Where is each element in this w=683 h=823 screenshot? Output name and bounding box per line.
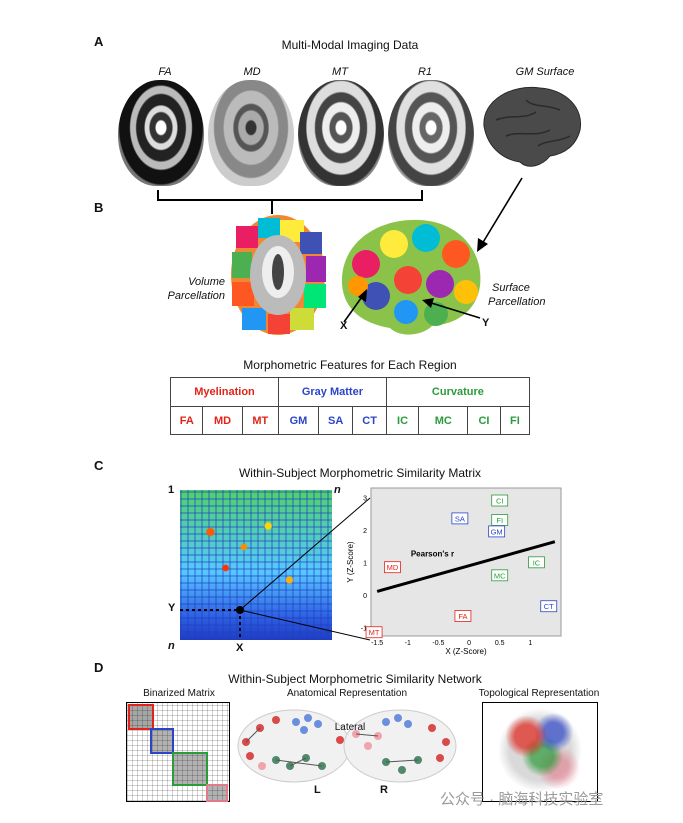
mt-brain-image xyxy=(298,80,384,186)
modality-r1-label: R1 xyxy=(417,66,433,78)
svg-text:IC: IC xyxy=(533,558,541,567)
x-tick-label: 0 xyxy=(467,640,471,647)
feature-ct: CT xyxy=(352,406,387,435)
x-tick-label: -1.5 xyxy=(371,640,383,647)
feature-ic: IC xyxy=(385,406,420,435)
right-hemisphere-label: R xyxy=(380,784,388,796)
binarized-module-pink xyxy=(206,784,228,802)
gm-surface-image xyxy=(483,86,582,167)
binarized-module-blue xyxy=(150,728,174,754)
panel-label-a: A xyxy=(94,34,104,49)
feature-mc: MC xyxy=(418,406,469,435)
fit-line xyxy=(376,540,556,593)
scatter-point-md: MD xyxy=(384,561,401,574)
svg-text:SA: SA xyxy=(455,514,465,523)
anatomical-label: Anatomical Representation xyxy=(286,688,408,699)
svg-text:MD: MD xyxy=(387,563,399,572)
svg-text:CI: CI xyxy=(496,497,504,506)
group-curvature: Curvature xyxy=(385,377,531,407)
left-hemisphere-label: L xyxy=(314,784,321,796)
svg-text:FI: FI xyxy=(496,516,503,525)
matrix-corner-1: 1 xyxy=(168,484,175,496)
topological-label: Topological Representation xyxy=(478,688,600,699)
scatter-point-ic: IC xyxy=(528,556,545,569)
modality-gm-surface-label: GM Surface xyxy=(515,66,575,78)
volume-label-2: Parcellation xyxy=(167,290,225,302)
scatter-point-mc: MC xyxy=(491,569,509,582)
panel-a-title: Multi-Modal Imaging Data xyxy=(281,38,419,52)
feature-mt: MT xyxy=(241,406,280,435)
volume-label-1: Volume xyxy=(188,276,225,288)
surface-parcellation-image xyxy=(341,219,481,335)
binarized-module-red xyxy=(128,704,154,730)
svg-text:GM: GM xyxy=(491,527,503,536)
panel-label-d: D xyxy=(94,660,104,675)
y-tick-label: 0 xyxy=(363,593,367,600)
scatter-point-sa: SA xyxy=(451,512,469,525)
scatter-x-label: X (Z-Score) xyxy=(445,647,487,656)
group-myelination: Myelination xyxy=(169,377,280,407)
svg-text:CT: CT xyxy=(544,602,554,611)
fa-brain-image xyxy=(118,80,204,186)
surface-label-1: Surface xyxy=(492,282,530,294)
lateral-label: Lateral xyxy=(334,722,366,733)
volume-parcellation-image xyxy=(231,215,326,335)
matrix-col-x: X xyxy=(236,642,244,654)
matrix-row-y: Y xyxy=(168,602,176,614)
svg-text:MT: MT xyxy=(369,628,380,637)
surface-label-2: Parcellation xyxy=(488,296,546,308)
scatter-point-mt: MT xyxy=(365,626,383,639)
feature-gm: GM xyxy=(278,406,319,435)
scatter-point-ct: CT xyxy=(540,600,558,613)
scatter-point-gm: GM xyxy=(488,525,506,538)
matrix-corner-n-top: n xyxy=(334,484,341,496)
x-tick-label: -0.5 xyxy=(432,640,444,647)
panel-d-title: Within-Subject Morphometric Similarity N… xyxy=(228,672,482,686)
surface-point-y: Y xyxy=(482,317,490,329)
panel-label-b: B xyxy=(94,200,104,215)
modality-mt-label: MT xyxy=(332,66,348,78)
scatter-point-fa: FA xyxy=(454,610,472,622)
topological-network-image xyxy=(482,702,598,802)
features-title: Morphometric Features for Each Region xyxy=(243,358,457,372)
scatter-y-label: Y (Z-Score) xyxy=(346,541,355,583)
features-table: Myelination Gray Matter Curvature FA MD … xyxy=(169,377,531,435)
modality-fa-label: FA xyxy=(158,66,172,78)
x-tick-label: -1 xyxy=(405,640,411,647)
x-tick-label: 1 xyxy=(528,640,532,647)
panel-label-c: C xyxy=(94,458,104,473)
panel-c-title: Within-Subject Morphometric Similarity M… xyxy=(238,466,482,480)
svg-text:MC: MC xyxy=(494,571,506,580)
surface-point-x: X xyxy=(340,320,348,332)
scatter-annotation: Pearson's r xyxy=(411,549,454,558)
y-tick-label: 3 xyxy=(363,495,367,502)
group-gray-matter: Gray Matter xyxy=(278,377,387,407)
modality-md-label: MD xyxy=(243,66,261,78)
feature-sa: SA xyxy=(317,406,354,435)
feature-fi: FI xyxy=(499,406,531,435)
scatter-point-fi: FI xyxy=(491,514,509,526)
binarized-label: Binarized Matrix xyxy=(143,688,215,699)
y-tick-label: 1 xyxy=(363,560,367,567)
binarized-module-green xyxy=(172,752,208,786)
r1-brain-image xyxy=(388,80,474,186)
feature-ci: CI xyxy=(467,406,501,435)
matrix-corner-n-bottom: n xyxy=(168,640,175,652)
y-tick-label: 2 xyxy=(363,528,367,535)
y-tick-label: -1 xyxy=(361,625,367,632)
scatter-point-ci: CI xyxy=(491,494,509,507)
scatter-chart: -1.5 -1 -0.5 0 0.5 1 -1 0 1 2 3 CI SA FI GM IC MD MC CT FA… xyxy=(346,487,562,656)
feature-md: MD xyxy=(202,406,243,435)
watermark: 公众号 · 脑海科技实验室 xyxy=(440,791,604,808)
feature-fa: FA xyxy=(169,406,204,435)
x-tick-label: 0.5 xyxy=(495,640,505,647)
md-brain-image xyxy=(208,80,294,186)
anatomical-network-image xyxy=(237,709,457,783)
similarity-matrix-image xyxy=(180,490,332,640)
svg-text:FA: FA xyxy=(458,612,467,621)
